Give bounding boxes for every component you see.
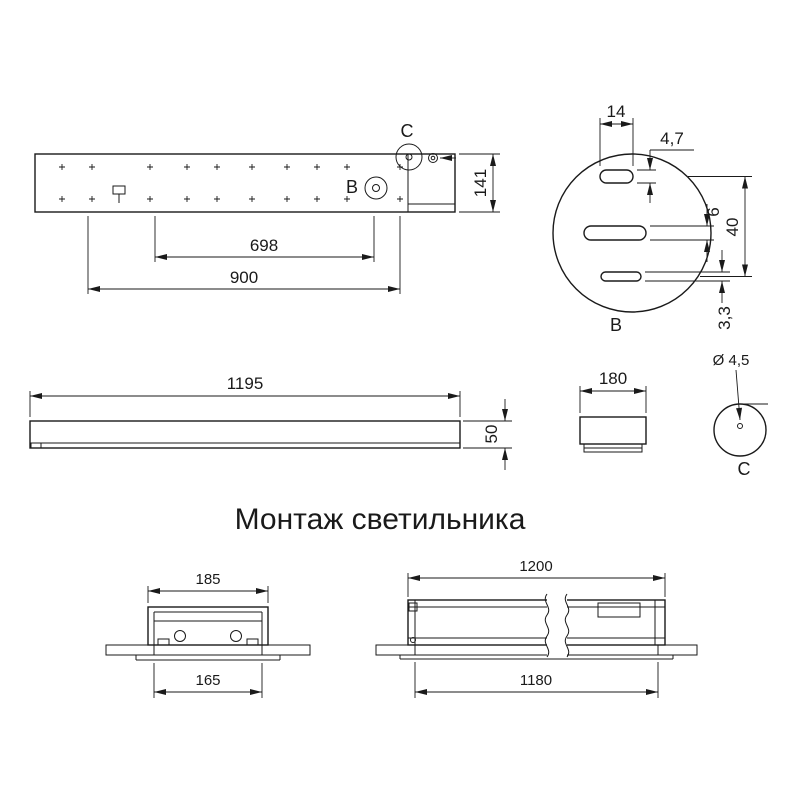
trim-flange: [135, 654, 281, 661]
screw-head-outer: [428, 153, 438, 163]
ceiling-slab-left: [375, 644, 416, 656]
break-line-left: [544, 593, 550, 658]
detail-c-view: Ø 4,5 C: [713, 352, 768, 479]
dim-text-4-7: 4,7: [660, 129, 684, 148]
dim-text-hole-diameter: Ø 4,5: [713, 352, 750, 369]
dim-text-1180: 1180: [520, 672, 552, 689]
dim-698: 698: [154, 216, 375, 262]
dim-text-141: 141: [471, 169, 490, 197]
dim-185: 185: [147, 571, 269, 603]
bottom-slot: [600, 271, 642, 282]
extension-lines: [87, 216, 401, 294]
mount-cross-section: 185 165: [105, 571, 311, 698]
cross-inner-lines: [154, 611, 262, 622]
detail-c-boundary-circle: [713, 403, 767, 457]
lamp-end-left: [174, 630, 186, 642]
detail-callout-b-circle: [364, 176, 388, 200]
page-title: Монтаж светильника: [235, 503, 526, 536]
dim-text-180: 180: [599, 369, 627, 388]
dim-180: 180: [579, 369, 647, 413]
lamp-end-right: [230, 630, 242, 642]
extension-lines: [645, 271, 730, 282]
lamp-holder-right: [246, 638, 259, 646]
dim-text-1195: 1195: [227, 374, 264, 393]
hole-b: [372, 184, 380, 192]
side-view: 1195 50: [29, 374, 512, 470]
long-left-fastener: [410, 637, 416, 643]
dim-50: 50: [463, 399, 512, 470]
detail-b-label: B: [610, 315, 622, 335]
detail-b-view: B 14 4,7 6 40 3,3: [552, 102, 752, 335]
long-inner-lines: [408, 606, 665, 639]
plan-housing-outline: [34, 153, 456, 213]
extension-lines: [650, 225, 714, 241]
plan-label-b: B: [346, 177, 358, 197]
break-gap-mask: [547, 592, 567, 658]
extension-lines: [688, 176, 752, 277]
ceiling-slab-right: [657, 644, 698, 656]
dim-text-185: 185: [195, 571, 220, 588]
center-slot: [583, 225, 647, 241]
side-housing-outline: [29, 420, 461, 449]
dim-text-14: 14: [607, 102, 626, 121]
dim-1180: 1180: [414, 662, 659, 698]
dim-text-1200: 1200: [519, 558, 552, 575]
dim-1195: 1195: [29, 374, 461, 417]
side-end-clip: [30, 442, 42, 449]
dim-1200: 1200: [407, 558, 666, 597]
detail-callout-c-circle: [395, 143, 423, 171]
long-housing-outline: [407, 599, 666, 646]
extension-lines: [637, 169, 656, 184]
hole-c: [405, 153, 413, 161]
top-slot: [599, 169, 634, 184]
extension-lines: [29, 391, 461, 417]
plan-clamp-detail: [112, 185, 126, 195]
detail-b-boundary-circle: [552, 153, 712, 313]
mount-long-section: 1200 1180: [375, 558, 698, 698]
dim-text-50: 50: [482, 425, 501, 444]
end-housing-outline: [579, 416, 647, 445]
ballast-block-hatched: [597, 602, 641, 618]
plan-label-c: C: [401, 121, 414, 141]
dim-4-7: 4,7: [637, 129, 694, 203]
dim-900: 900: [87, 216, 401, 294]
ceiling-slab-left: [105, 644, 155, 656]
dim-text-3-3: 3,3: [715, 306, 734, 330]
dim-text-6: 6: [704, 207, 723, 216]
hole-leader-arrow: [735, 369, 743, 421]
dim-6: 6: [650, 204, 723, 262]
dim-text-165: 165: [195, 672, 220, 689]
dim-40: 40: [688, 176, 752, 277]
lamp-holder-left: [157, 638, 170, 646]
dim-141: 141: [459, 153, 500, 213]
screw-head-inner: [430, 155, 436, 161]
dim-text-900: 900: [230, 268, 258, 287]
plan-view: C B 698 900 141: [34, 121, 500, 294]
extension-lines: [407, 573, 666, 597]
dim-text-40: 40: [723, 218, 742, 237]
ceiling-slab-right: [261, 644, 311, 656]
dim-text-698: 698: [250, 236, 278, 255]
dim-3-3: 3,3: [645, 250, 734, 330]
hole-4-5: [737, 423, 743, 429]
cross-inner-walls: [153, 612, 263, 655]
extension-lines: [579, 386, 647, 413]
plan-mounting-holes: [59, 164, 403, 202]
end-view: 180: [579, 369, 647, 453]
cross-housing-outline: [147, 606, 269, 646]
break-line-right: [564, 593, 570, 658]
long-left-bracket: [408, 602, 418, 612]
trim-flange: [399, 654, 674, 660]
extension-lines: [147, 586, 269, 603]
dim-14: 14: [599, 102, 634, 166]
detail-c-label: C: [738, 459, 751, 479]
dim-165: 165: [153, 663, 263, 698]
